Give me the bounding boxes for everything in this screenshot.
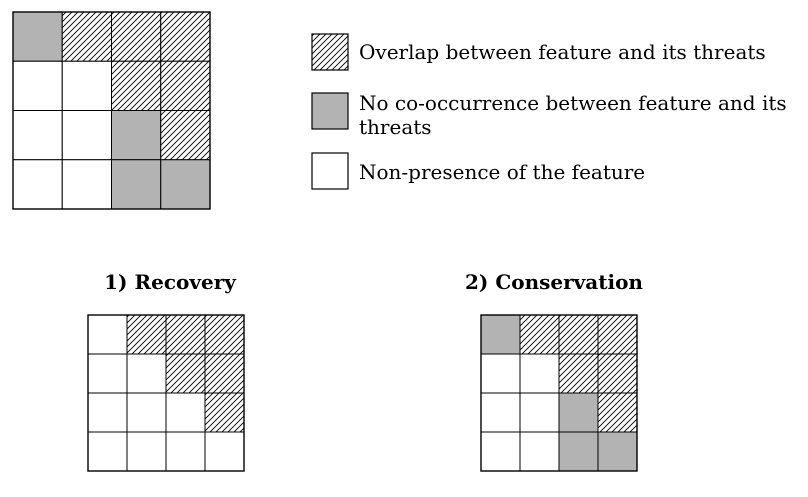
- conservation-cell-r2c2-white: [519, 353, 560, 394]
- conservation-cell-r3c3-grey: [558, 392, 599, 433]
- main-cell-r4c4-grey: [160, 159, 211, 210]
- recovery-cell-r2c3-hatched: [165, 353, 206, 394]
- recovery-cell-r3c4-hatched: [204, 392, 245, 433]
- main-cell-r1c3-hatched: [111, 11, 162, 62]
- main-cell-r3c2-white: [61, 110, 112, 161]
- recovery-cell-r4c2-white: [126, 431, 167, 472]
- recovery-cell-r1c4-hatched: [204, 314, 245, 355]
- conservation-cell-r4c4-grey: [597, 431, 638, 472]
- conservation-cell-r3c2-white: [519, 392, 560, 433]
- conservation-cell-r4c1-white: [480, 431, 521, 472]
- conservation-title: 2) Conservation: [465, 270, 643, 294]
- recovery-cell-r4c4-white: [204, 431, 245, 472]
- conservation-cell-r3c4-hatched: [597, 392, 638, 433]
- conservation-cell-r2c4-hatched: [597, 353, 638, 394]
- main-cell-r1c2-hatched: [61, 11, 112, 62]
- conservation-cell-r4c3-grey: [558, 431, 599, 472]
- conservation-cell-r1c2-hatched: [519, 314, 560, 355]
- conservation-grid: [480, 314, 638, 472]
- recovery-cell-r2c2-white: [126, 353, 167, 394]
- main-cell-r2c1-white: [12, 60, 63, 111]
- conservation-cell-r1c4-hatched: [597, 314, 638, 355]
- recovery-cell-r3c2-white: [126, 392, 167, 433]
- main-cell-r4c1-white: [12, 159, 63, 210]
- recovery-cell-r3c1-white: [87, 392, 128, 433]
- main-cell-r3c1-white: [12, 110, 63, 161]
- conservation-cell-r3c1-white: [480, 392, 521, 433]
- legend-swatch-hatched: [311, 33, 349, 71]
- legend-label-white: Non-presence of the feature: [359, 160, 646, 184]
- recovery-cell-r2c1-white: [87, 353, 128, 394]
- main-grid-border: [12, 11, 211, 210]
- main-grid: [12, 11, 211, 210]
- main-cell-r1c1-grey: [12, 11, 63, 62]
- conservation-cell-r1c3-hatched: [558, 314, 599, 355]
- recovery-grid: [87, 314, 245, 472]
- legend-swatch-grey: [311, 92, 349, 130]
- legend-swatch-white: [311, 152, 349, 190]
- main-cell-r3c4-hatched: [160, 110, 211, 161]
- recovery-title: 1) Recovery: [104, 270, 236, 294]
- recovery-cell-r1c2-hatched: [126, 314, 167, 355]
- recovery-grid-border: [87, 314, 245, 472]
- legend-label-grey-line2: threats: [359, 115, 432, 139]
- conservation-grid-border: [480, 314, 638, 472]
- legend-label-hatched: Overlap between feature and its threats: [359, 40, 766, 64]
- legend-label-grey-line1: No co-occurrence between feature and its: [359, 91, 787, 115]
- main-cell-r4c2-white: [61, 159, 112, 210]
- main-cell-r1c4-hatched: [160, 11, 211, 62]
- recovery-cell-r4c1-white: [87, 431, 128, 472]
- main-cell-r2c4-hatched: [160, 60, 211, 111]
- main-cell-r2c2-white: [61, 60, 112, 111]
- recovery-cell-r4c3-white: [165, 431, 206, 472]
- recovery-cell-r2c4-hatched: [204, 353, 245, 394]
- main-cell-r4c3-grey: [111, 159, 162, 210]
- recovery-cell-r3c3-white: [165, 392, 206, 433]
- conservation-cell-r2c3-hatched: [558, 353, 599, 394]
- main-cell-r2c3-hatched: [111, 60, 162, 111]
- conservation-cell-r2c1-white: [480, 353, 521, 394]
- conservation-cell-r4c2-white: [519, 431, 560, 472]
- recovery-cell-r1c1-white: [87, 314, 128, 355]
- main-cell-r3c3-grey: [111, 110, 162, 161]
- conservation-cell-r1c1-grey: [480, 314, 521, 355]
- recovery-cell-r1c3-hatched: [165, 314, 206, 355]
